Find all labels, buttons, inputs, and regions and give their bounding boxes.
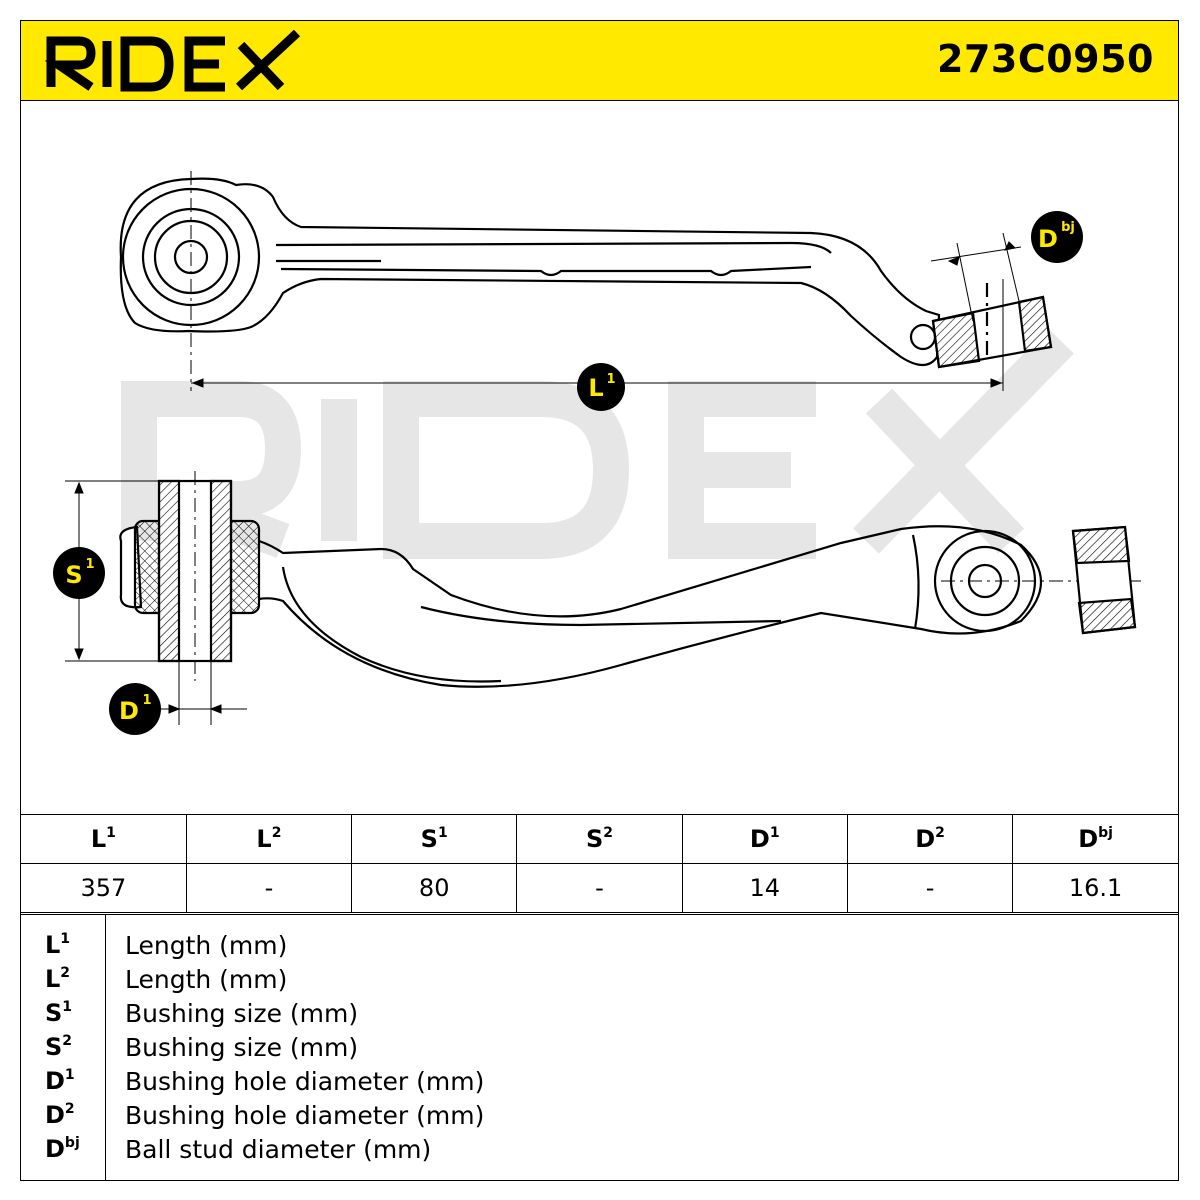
brand-logo-graphic xyxy=(44,29,301,92)
svg-text:bj: bj xyxy=(1061,220,1075,235)
svg-text:L: L xyxy=(588,374,603,402)
datasheet: 273C0950 xyxy=(20,20,1179,1181)
spec-value-cell: 14 xyxy=(681,863,848,913)
spec-table: L1 L2 S1 S2 D1 D2 Dbj 357 - 80 - 14 - 16… xyxy=(21,814,1178,913)
watermark xyxy=(121,328,1074,559)
legend-divider xyxy=(105,915,106,1181)
technical-drawing: L 1 D bj S 1 D 1 xyxy=(53,171,1141,735)
legend-description: Bushing hole diameter (mm) xyxy=(125,1067,485,1096)
legend-item: L1 Length (mm) xyxy=(21,931,1178,965)
badge-d1: D 1 xyxy=(109,683,161,735)
legend-symbol: D1 xyxy=(45,1067,75,1095)
svg-text:D: D xyxy=(1038,225,1058,253)
bottom-view-arm xyxy=(258,525,1141,688)
badge-s1: S 1 xyxy=(53,547,105,599)
legend-description: Length (mm) xyxy=(125,965,288,994)
spec-value-cell: - xyxy=(516,863,683,913)
brand-logo xyxy=(44,29,305,97)
spec-value-row: 357 - 80 - 14 - 16.1 xyxy=(21,863,1178,913)
spec-value-cell: - xyxy=(846,863,1014,913)
spec-header-cell: L2 xyxy=(185,814,353,864)
legend-symbol: L1 xyxy=(45,931,71,959)
spec-header-cell: D2 xyxy=(846,814,1014,864)
legend: L1 Length (mm) L2 Length (mm) S1 Bushing… xyxy=(21,914,1178,1181)
legend-item: Dbj Ball stud diameter (mm) xyxy=(21,1135,1178,1169)
top-view-ball-joint xyxy=(931,283,1053,369)
legend-symbol: S1 xyxy=(45,999,73,1027)
legend-symbol: S2 xyxy=(45,1033,73,1061)
legend-symbol: L2 xyxy=(45,965,71,993)
bottom-view-ball-joint xyxy=(1071,525,1137,635)
spec-header-cell: S2 xyxy=(516,814,683,864)
svg-text:1: 1 xyxy=(606,372,615,387)
header-bar: 273C0950 xyxy=(21,21,1178,101)
svg-text:D: D xyxy=(119,697,139,725)
legend-item: S1 Bushing size (mm) xyxy=(21,999,1178,1033)
svg-text:1: 1 xyxy=(142,693,151,708)
spec-value-cell: 357 xyxy=(21,863,187,913)
spec-value-cell: 80 xyxy=(351,863,518,913)
spec-header-row: L1 L2 S1 S2 D1 D2 Dbj xyxy=(21,814,1178,864)
spec-header-cell: Dbj xyxy=(1012,814,1178,864)
legend-symbol: Dbj xyxy=(45,1135,80,1163)
svg-text:1: 1 xyxy=(85,557,94,572)
legend-description: Bushing size (mm) xyxy=(125,1033,359,1062)
legend-item: D2 Bushing hole diameter (mm) xyxy=(21,1101,1178,1135)
spec-header-cell: D1 xyxy=(681,814,848,864)
legend-item: S2 Bushing size (mm) xyxy=(21,1033,1178,1067)
spec-header-cell: L1 xyxy=(21,814,187,864)
legend-description: Bushing size (mm) xyxy=(125,999,359,1028)
legend-description: Bushing hole diameter (mm) xyxy=(125,1101,485,1130)
spec-header-cell: S1 xyxy=(351,814,518,864)
legend-item: D1 Bushing hole diameter (mm) xyxy=(21,1067,1178,1101)
legend-item: L2 Length (mm) xyxy=(21,965,1178,999)
top-view-arm xyxy=(119,177,941,367)
bottom-view-bushing xyxy=(119,471,261,681)
svg-text:S: S xyxy=(65,561,82,589)
part-number: 273C0950 xyxy=(937,37,1154,81)
badge-dbj: D bj xyxy=(1031,211,1083,263)
spec-value-cell: - xyxy=(185,863,353,913)
legend-description: Ball stud diameter (mm) xyxy=(125,1135,432,1164)
legend-description: Length (mm) xyxy=(125,931,288,960)
spec-value-cell: 16.1 xyxy=(1012,863,1178,913)
badge-l1: L 1 xyxy=(577,363,625,411)
legend-symbol: D2 xyxy=(45,1101,75,1129)
bottom-dimension-lines xyxy=(65,480,247,725)
